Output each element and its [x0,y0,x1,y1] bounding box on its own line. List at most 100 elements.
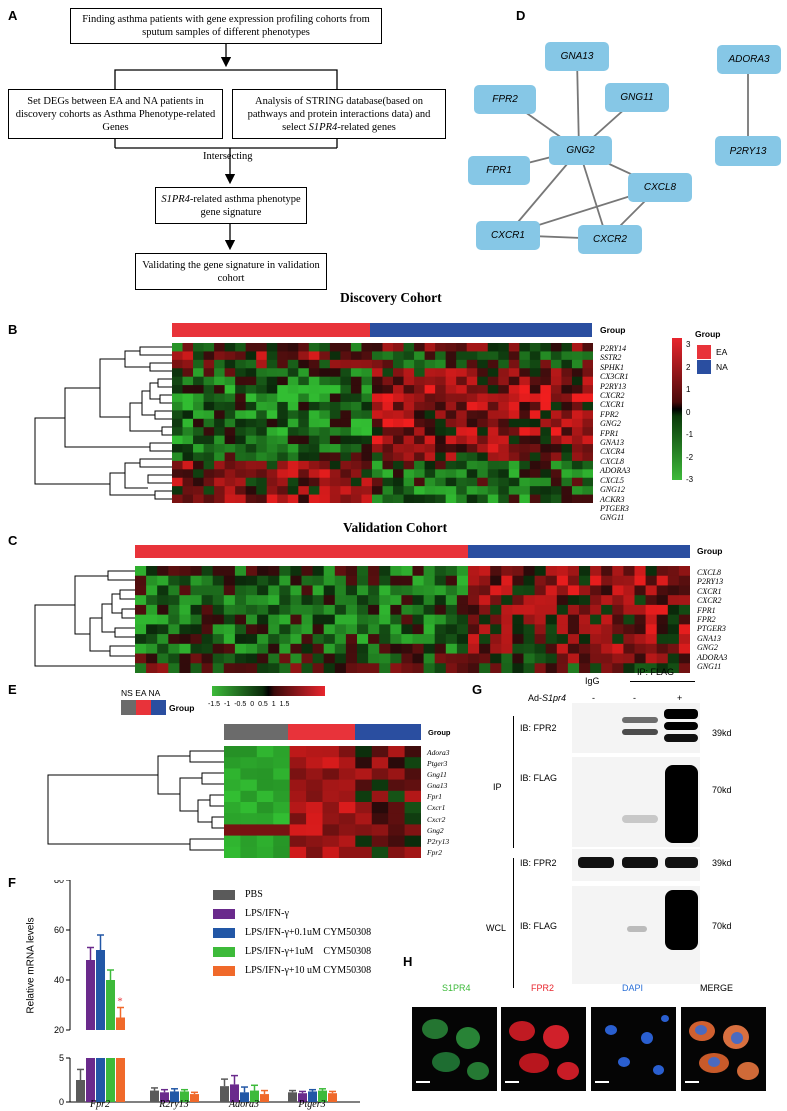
heatmap-cell [235,418,247,428]
heatmap-cell [435,494,447,503]
heatmap-cell [523,643,535,654]
heatmap-cell [561,435,573,445]
heatmap-cell [656,604,669,616]
heatmap-cell [678,575,690,586]
heatmap-cell [550,401,562,411]
heatmap-cell [308,444,320,453]
heatmap-cell [279,566,291,577]
heatmap-cell [456,410,468,420]
heatmap-cell [256,343,268,352]
heatmap-cell [279,624,291,635]
heatmap-cell [645,614,658,625]
heatmap-cell [501,663,513,673]
heatmap-cell [423,634,436,645]
heatmap-cell [582,359,593,369]
heatmap-cell [487,368,499,378]
g-wcl-label: WCL [486,923,506,933]
heatmap-cell [214,393,226,403]
discovery-legend-title: Group [695,329,721,339]
heatmap-cell [434,634,447,645]
heatmap-cell [445,624,458,635]
heatmap-cell [361,343,373,352]
heatmap-cell [193,494,204,503]
heatmap-cell [545,653,558,664]
heatmap-cell [519,435,531,445]
heatmap-cell [590,653,602,664]
heatmap-cell [567,634,580,645]
heatmap-cell [519,452,531,462]
heatmap-cell [182,452,194,462]
heatmap-cell [601,643,613,654]
heatmap-cell [245,351,257,361]
heatmap-cell [634,653,646,664]
heatmap-cell [306,779,323,792]
g-sign: - [633,693,636,703]
heatmap-cell [172,477,183,487]
heatmap-cell [345,663,358,673]
heatmap-cell [477,427,489,437]
heatmap-cell [371,460,383,470]
heatmap-cell [224,790,241,803]
heatmap-cell [312,575,325,586]
heatmap-cell [468,634,480,645]
heatmap-cell [223,663,236,673]
heatmap-cell [172,435,183,445]
heatmap-cell [424,368,436,378]
heatmap-cell [529,410,541,420]
y-tick-label: 60 [54,925,64,935]
heatmap-cell [456,469,468,479]
panel-label-g: G [472,682,483,697]
heatmap-cell [256,813,274,825]
heatmap-cell [487,393,499,403]
heatmap-cell [371,746,389,758]
heatmap-cell [435,359,447,369]
heatmap-cell [424,477,436,487]
heatmap-cell [590,634,602,645]
heatmap-cell [456,585,469,596]
heatmap-cell [512,604,524,616]
heatmap-cell [466,418,478,428]
heatmap-cell [656,566,669,577]
heatmap-cell [266,368,278,378]
heatmap-cell [214,444,226,453]
heatmap-cell [182,401,194,411]
heatmap-cell [468,585,480,596]
heatmap-cell [445,393,457,403]
heatmap-cell [203,401,215,411]
heatmap-cell [323,604,336,616]
bar [106,1058,115,1102]
heatmap-cell [266,435,278,445]
heatmap-cell [466,385,478,394]
heatmap-cell [456,624,469,635]
heatmap-cell [340,368,352,378]
heatmap-cell [223,566,236,577]
heatmap-cell [182,376,194,386]
heatmap-cell [498,410,510,420]
heatmap-cell [340,418,352,428]
heatmap-cell [245,393,257,403]
heatmap-cell [182,359,194,369]
heatmap-cell [214,460,226,470]
x-tick-label: Ptger3 [297,1099,325,1110]
heatmap-cell [423,614,436,625]
heatmap-cell [179,663,191,673]
heatmap-cell [182,351,194,361]
heatmap-cell [424,469,436,479]
heatmap-cell [508,460,520,470]
heatmap-cell [224,768,241,780]
heatmap-cell [301,643,313,654]
heatmap-cell [214,359,226,369]
heatmap-cell [567,604,580,616]
heatmap-cell [266,418,278,428]
heatmap-cell [146,604,158,616]
heatmap-cell [214,452,226,462]
heatmap-cell [390,595,402,606]
heatmap-cell [479,604,491,616]
heatmap-cell [357,566,369,577]
heatmap-cell [479,653,491,664]
heatmap-cell [403,460,415,470]
heatmap-cell [501,595,513,606]
heatmap-cell [656,643,669,654]
heatmap-cell [529,494,541,503]
heatmap-cell [287,401,299,411]
